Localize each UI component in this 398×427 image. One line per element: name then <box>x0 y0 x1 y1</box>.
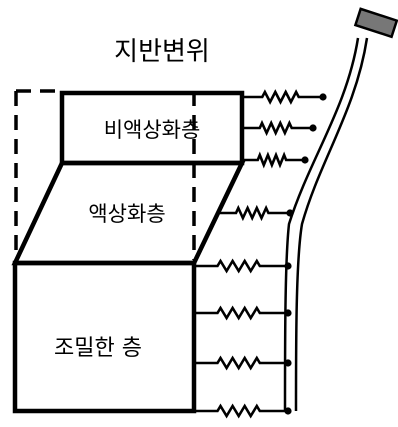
spring-8 <box>194 403 288 419</box>
dense-layer-block <box>12 260 197 414</box>
spring-node-1 <box>319 93 327 101</box>
spring-7 <box>194 355 288 371</box>
spring-node-5 <box>284 262 292 270</box>
dense-layer-label: 조밀한 층 <box>54 336 142 361</box>
spring-node-3 <box>301 156 309 164</box>
pile-cap <box>353 7 398 39</box>
diagram-title: 지반변위 <box>114 37 210 67</box>
spring-1 <box>242 89 323 105</box>
original-ground-outline <box>14 89 196 260</box>
spring-node-7 <box>284 359 292 367</box>
pile-inner-line <box>283 37 360 412</box>
pile-outer-line <box>294 37 369 412</box>
non-liquefied-layer-label: 비액상화층 <box>104 118 201 142</box>
spring-node-6 <box>284 309 292 317</box>
spring-2 <box>242 119 313 137</box>
spring-group <box>194 89 327 419</box>
spring-6 <box>194 305 288 321</box>
spring-3 <box>242 151 305 169</box>
pile <box>283 37 369 412</box>
spring-node-2 <box>309 124 317 132</box>
pile-cap-block <box>353 7 398 39</box>
liquefied-layer-label: 액상화층 <box>88 202 165 226</box>
spring-node-4 <box>286 209 294 217</box>
spring-node-8 <box>284 407 292 415</box>
spring-4 <box>218 204 290 222</box>
spring-5 <box>194 258 288 274</box>
